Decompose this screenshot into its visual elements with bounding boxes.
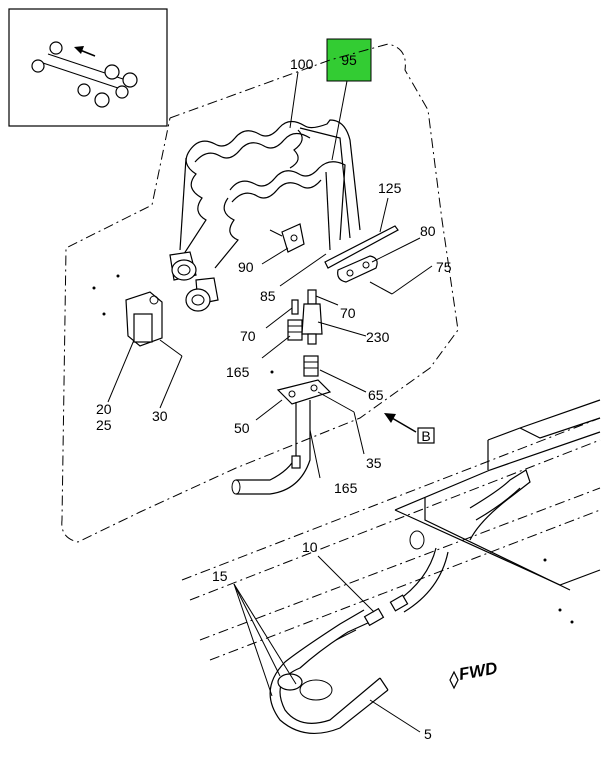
gladhand-upper: [169, 251, 197, 281]
locator-inset: [8, 8, 168, 127]
coiled-hose-100: [179, 119, 361, 261]
bracket-50: [270, 370, 332, 405]
callout-10: 10: [302, 539, 318, 555]
callout-165-upper: 165: [226, 364, 250, 380]
callout-80: 80: [420, 223, 436, 239]
gladhand-lower: [185, 277, 219, 312]
cab-panel-outline: [61, 43, 459, 543]
callout-65: 65: [368, 387, 384, 403]
screw-70-left: [291, 299, 299, 315]
callout-30: 30: [152, 408, 168, 424]
callout-125: 125: [378, 180, 402, 196]
callout-165-lower: 165: [334, 480, 358, 496]
bracket-90: [269, 223, 305, 253]
clamps-15: [277, 673, 333, 701]
connector-10: [335, 607, 385, 641]
callout-70-right: 70: [340, 305, 356, 321]
leader-lines: [107, 71, 433, 733]
fwd-label: FWD: [457, 659, 498, 684]
locator-arrow: [74, 46, 96, 57]
callout-95: 95: [341, 52, 357, 68]
callout-20: 20: [96, 401, 112, 417]
fwd-indicator: FWD: [449, 659, 499, 690]
fitting-165-upper: [287, 319, 303, 341]
callout-numbers: 100 125 80 75 90 85 70 70 230 165 65 20 …: [96, 56, 452, 742]
frame-rails: [181, 399, 601, 661]
callout-5: 5: [424, 726, 432, 742]
callout-70-left: 70: [240, 328, 256, 344]
callout-35: 35: [366, 455, 382, 471]
view-b-label: B: [421, 428, 430, 444]
coiled-hose-95: [214, 161, 346, 269]
switch-230: [301, 289, 323, 345]
plate-80: [337, 255, 378, 283]
view-b-indicator: B: [384, 413, 435, 444]
hose-5: [269, 547, 449, 734]
fitting-65: [303, 355, 319, 377]
callout-85: 85: [260, 288, 276, 304]
callout-15: 15: [212, 568, 228, 584]
chassis-thumbnail: [31, 41, 138, 108]
callout-50: 50: [234, 420, 250, 436]
bracket-20-25: [92, 274, 163, 347]
callout-75: 75: [436, 259, 452, 275]
callout-230: 230: [366, 329, 390, 345]
tube-165-lower: [231, 400, 311, 495]
callout-25: 25: [96, 417, 112, 433]
callout-90: 90: [238, 259, 254, 275]
strip-125: [324, 225, 399, 269]
highlight-box-95: [326, 38, 372, 82]
callout-100: 100: [290, 56, 314, 72]
